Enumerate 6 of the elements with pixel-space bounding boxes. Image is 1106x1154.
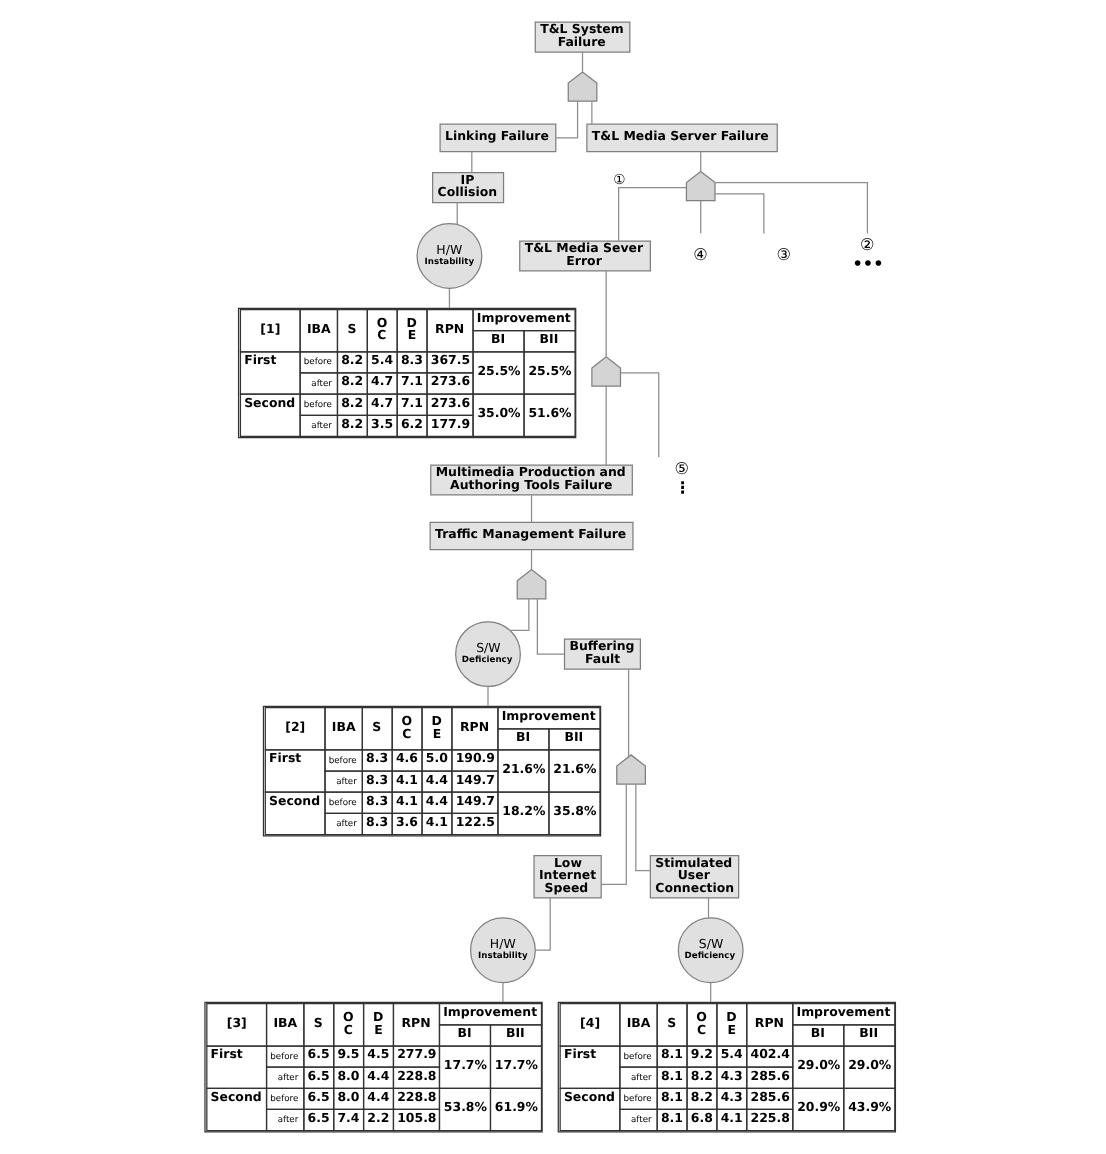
node-text: ⑤ [674, 458, 690, 479]
node-label: ••• [852, 252, 884, 273]
node-text: ② [859, 234, 875, 255]
node-text: ③ [776, 244, 792, 265]
node-text: ④ [693, 244, 708, 265]
node-label: ⋮ [674, 476, 691, 497]
